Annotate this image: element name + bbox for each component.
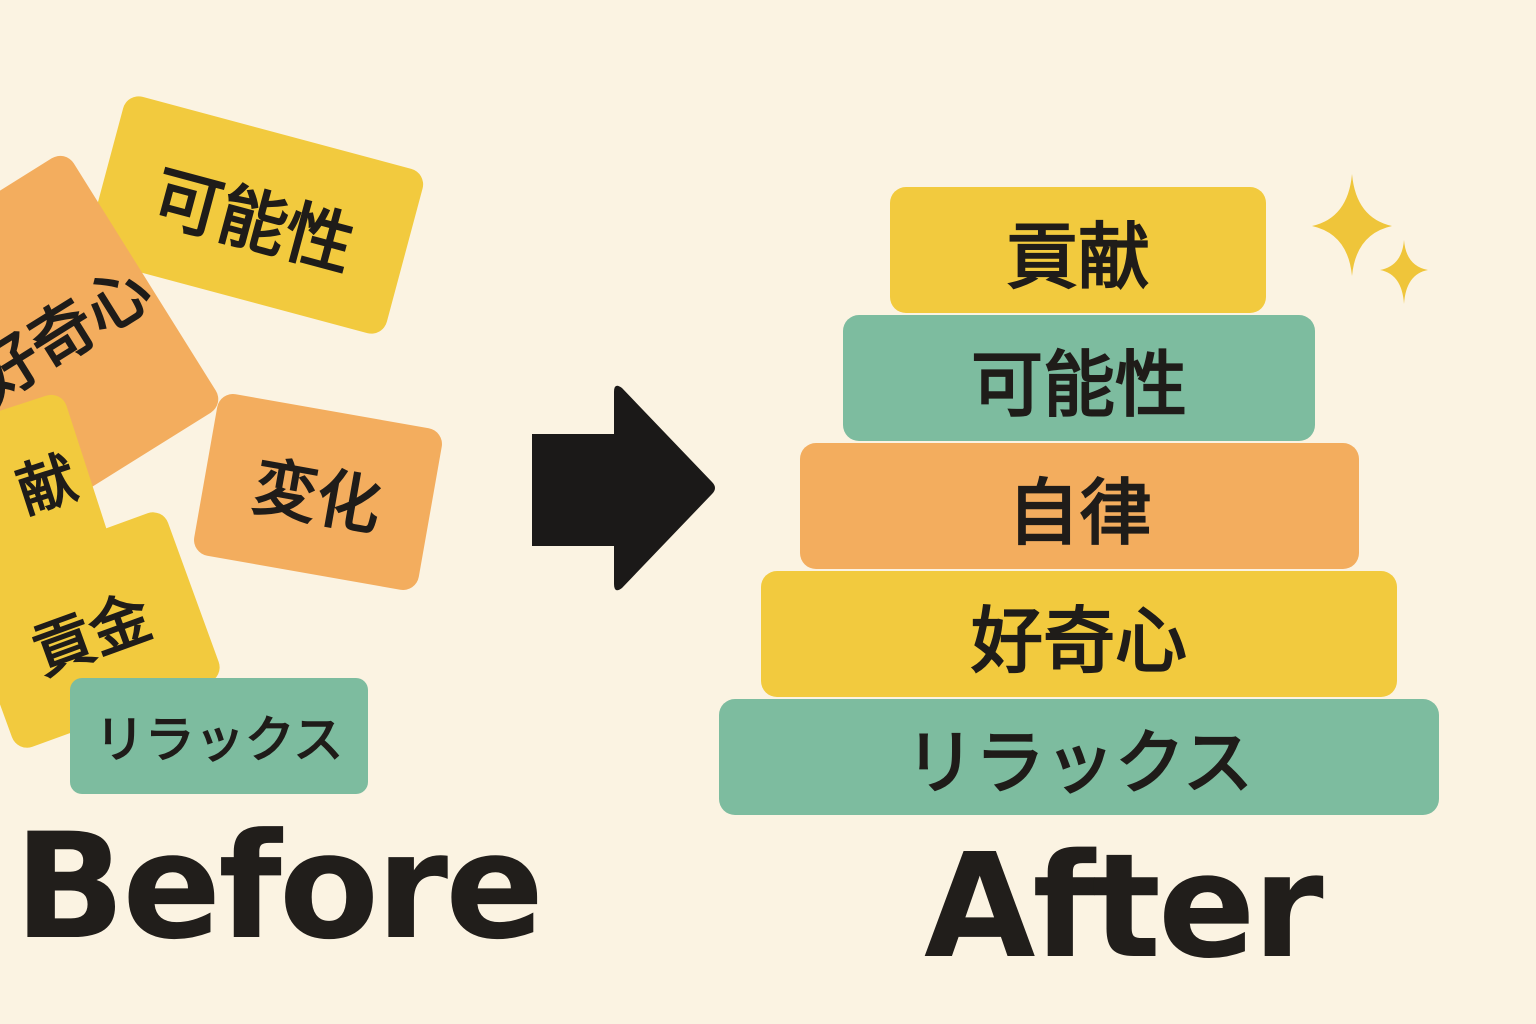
after-heading: After bbox=[924, 822, 1324, 990]
after-stack-level-curiosity: 好奇心 bbox=[761, 571, 1397, 697]
sparkle-icon bbox=[1312, 174, 1428, 304]
after-stack-level-autonomy: 自律 bbox=[800, 443, 1359, 569]
before-heading: Before bbox=[14, 802, 544, 972]
after-stack-level-possibility: 可能性 bbox=[843, 315, 1315, 441]
after-stack-level-contribution: 貢献 bbox=[890, 187, 1266, 313]
before-card-change: 変化 bbox=[191, 391, 445, 593]
after-stack-level-relax: リラックス bbox=[719, 699, 1439, 815]
before-card-relax: リラックス bbox=[70, 678, 368, 794]
right-arrow-icon bbox=[532, 385, 715, 591]
